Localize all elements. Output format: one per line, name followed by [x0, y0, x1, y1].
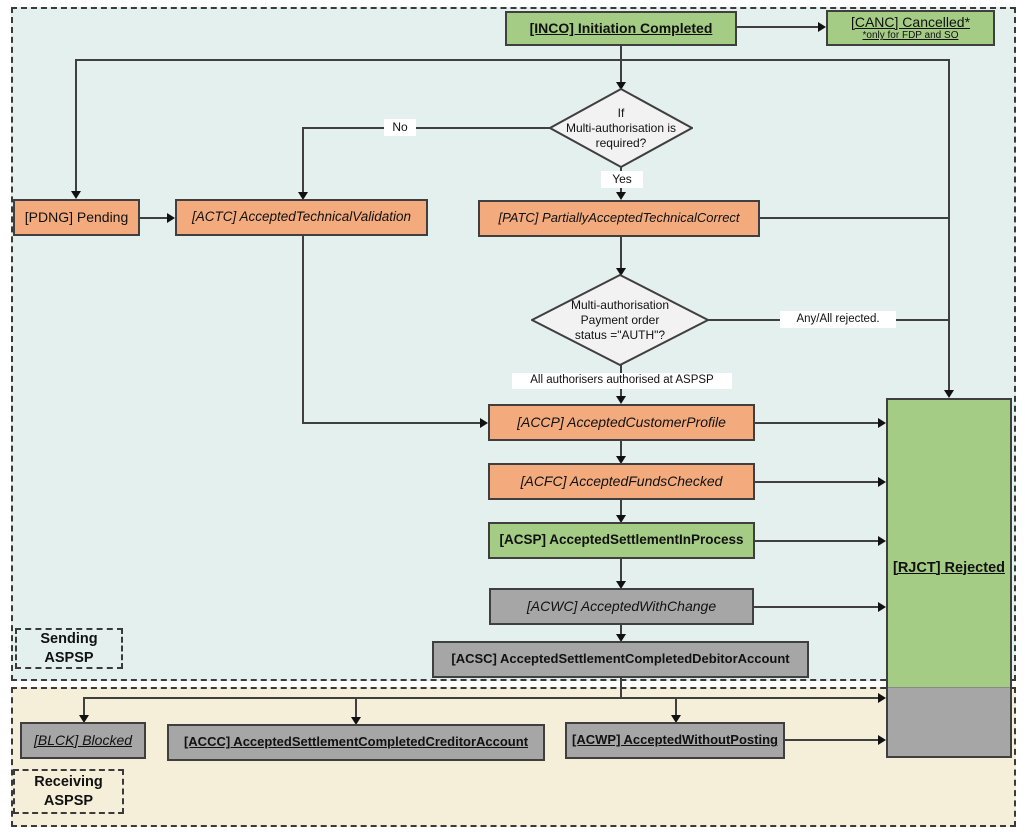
edge-bottom-rail — [83, 697, 879, 699]
arrowhead-yes-patc — [616, 192, 626, 200]
edge-acsc-down — [620, 678, 622, 698]
node-rjct-label: [RJCT] Rejected — [893, 559, 1005, 576]
edge-rail-blck — [83, 697, 85, 716]
edge-acwp-rjct — [785, 739, 879, 741]
arrowhead-inco-canc — [818, 22, 826, 32]
edge-actc-accp — [302, 422, 481, 424]
edge-inco-decision1 — [620, 46, 622, 82]
arrowhead-accp — [616, 396, 626, 404]
node-accc: [ACCC] AcceptedSettlementCompletedCredit… — [167, 724, 545, 761]
arrowhead-pdng-actc — [167, 213, 175, 223]
node-canc: [CANC] Cancelled* *only for FDP and SO — [826, 10, 995, 46]
edge-acfc-rjct — [755, 481, 879, 483]
node-inco: [INCO] Initiation Completed — [505, 11, 737, 46]
node-acsc: [ACSC] AcceptedSettlementCompletedDebito… — [432, 641, 809, 678]
arrowhead-acsc — [616, 634, 626, 642]
edge-inco-canc — [737, 26, 818, 28]
edge-rail-to-pdng — [75, 59, 77, 191]
edge-acsp-acwc — [620, 559, 622, 582]
arrowhead-blck — [79, 715, 89, 723]
arrowhead-no-actc — [298, 192, 308, 200]
edge-accp-acfc — [620, 441, 622, 457]
edge-acwc-acsc — [620, 625, 622, 635]
arrowhead-acsp — [616, 515, 626, 523]
node-acwc: [ACWC] AcceptedWithChange — [489, 588, 754, 625]
decision-auth-status-shape — [531, 274, 709, 366]
node-acsp: [ACSP] AcceptedSettlementInProcess — [488, 522, 755, 559]
arrowhead-acwp — [671, 715, 681, 723]
edge-patc-decision2 — [620, 237, 622, 269]
edge-allauth-upper — [620, 365, 622, 373]
arrowhead-acwc — [616, 581, 626, 589]
sending-aspsp-section — [11, 7, 1016, 681]
node-pdng: [PDNG] Pending — [13, 199, 140, 236]
edge-top-rail — [75, 59, 950, 61]
decision-auth-status-label: Multi-authorisation Payment order status… — [570, 297, 670, 342]
arrowhead-accc — [351, 717, 361, 725]
sending-aspsp-label: Sending ASPSP — [15, 628, 123, 669]
node-rjct-gray-segment — [888, 687, 1010, 756]
node-acfc: [ACFC] AcceptedFundsChecked — [488, 463, 755, 500]
edge-label-yes: Yes — [601, 171, 643, 188]
edge-acfc-acsp — [620, 500, 622, 516]
edge-patc-rail — [760, 217, 950, 219]
arrowhead-actc-accp — [480, 418, 488, 428]
arrowhead-acfc — [616, 456, 626, 464]
edge-yes-lower — [620, 187, 622, 193]
node-acwp: [ACWP] AcceptedWithoutPosting — [565, 722, 785, 759]
edge-no-horizontal — [302, 127, 558, 129]
arrowhead-acfc-rjct — [878, 477, 886, 487]
arrowhead-decision2 — [616, 268, 626, 276]
edge-acwc-rjct — [754, 606, 879, 608]
edge-acsp-rjct — [755, 540, 879, 542]
edge-rail-acwp — [675, 697, 677, 716]
edge-allauth-lower — [620, 389, 622, 396]
edge-accp-rjct — [755, 422, 879, 424]
arrowhead-rail-rjct-gray — [878, 693, 886, 703]
node-rjct: [RJCT] Rejected — [886, 398, 1012, 758]
edge-rail-to-rjct — [948, 59, 950, 390]
arrowhead-accp-rjct — [878, 418, 886, 428]
decision-multi-auth-required-label: If Multi-authorisation is required? — [565, 105, 677, 150]
node-accp: [ACCP] AcceptedCustomerProfile — [488, 404, 755, 441]
edge-rail-accc — [355, 697, 357, 718]
arrowhead-pdng — [71, 191, 81, 199]
edge-label-all-authorised: All authorisers authorised at ASPSP — [512, 373, 732, 389]
node-patc: [PATC] PartiallyAcceptedTechnicalCorrect — [478, 200, 760, 237]
arrowhead-inco-decision1 — [616, 82, 626, 90]
edge-label-no: No — [384, 119, 416, 136]
arrowhead-acwp-rjct — [878, 735, 886, 745]
arrowhead-acwc-rjct — [878, 602, 886, 612]
edge-label-any-all-rejected: Any/All rejected. — [780, 311, 896, 328]
node-canc-note: *only for FDP and SO — [862, 30, 959, 42]
node-rjct-green-segment: [RJCT] Rejected — [888, 400, 1010, 687]
edge-no-vertical — [302, 127, 304, 192]
arrowhead-acsp-rjct — [878, 536, 886, 546]
decision-multi-auth-required-shape — [549, 88, 693, 168]
edge-yes-upper — [620, 163, 622, 173]
arrowhead-rjct-top — [944, 390, 954, 398]
node-blck: [BLCK] Blocked — [20, 722, 146, 759]
node-actc: [ACTC] AcceptedTechnicalValidation — [175, 199, 428, 236]
receiving-aspsp-label: Receiving ASPSP — [13, 769, 124, 814]
edge-actc-down — [302, 236, 304, 423]
node-canc-label: [CANC] Cancelled* — [850, 13, 971, 30]
edge-pdng-actc — [140, 217, 168, 219]
